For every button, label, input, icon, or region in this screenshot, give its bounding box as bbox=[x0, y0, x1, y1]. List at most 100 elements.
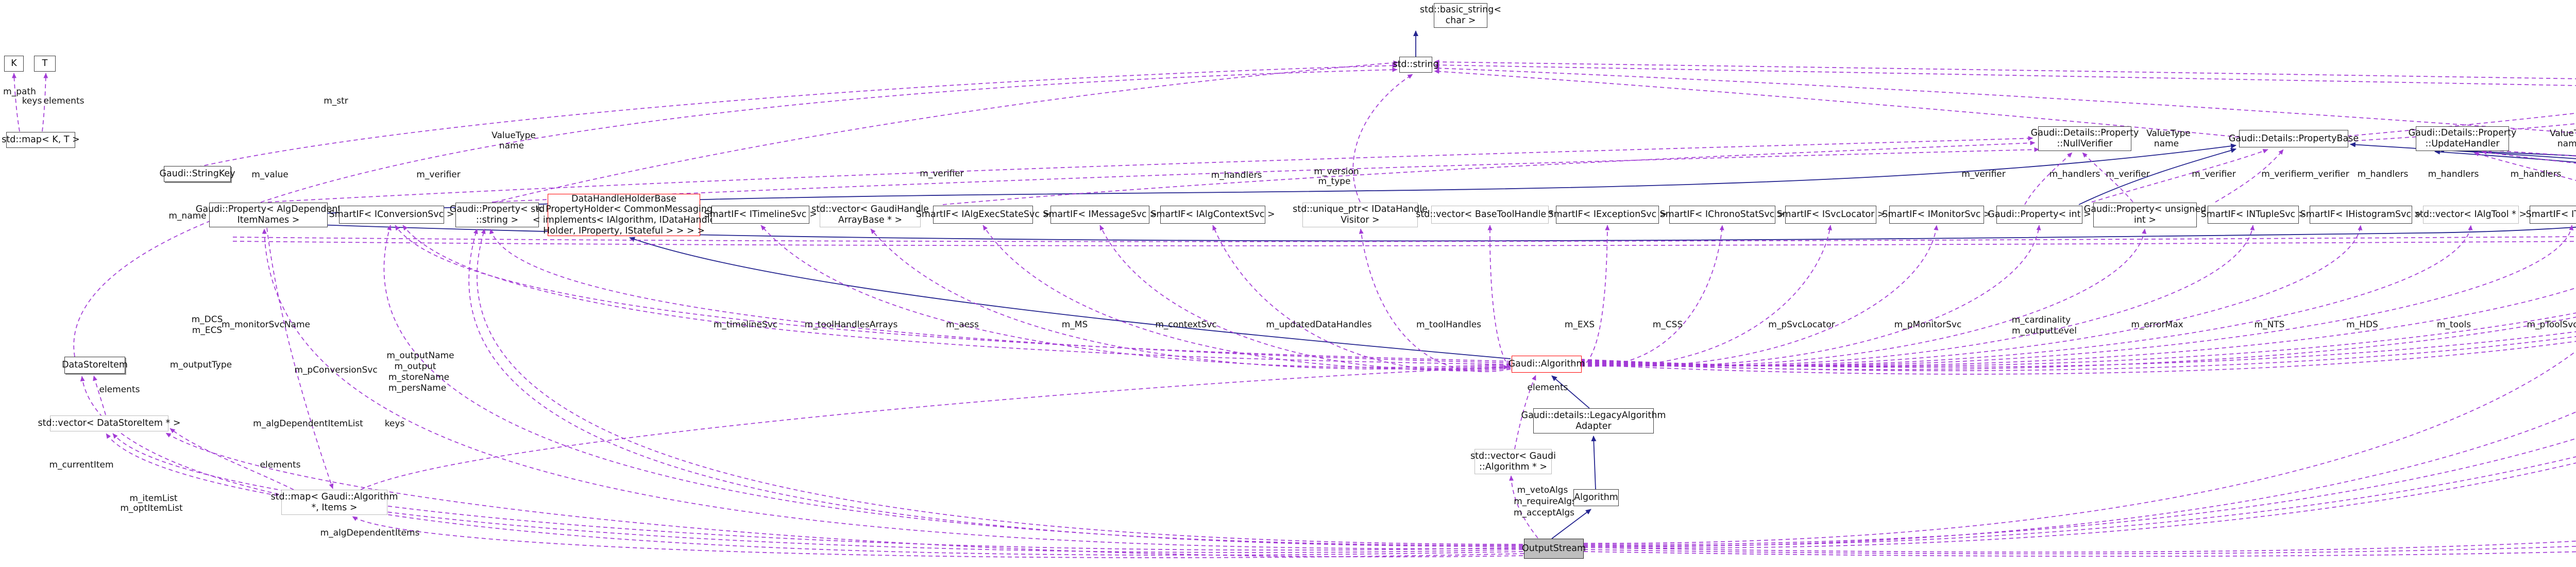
node-smartif-iexceptionsvc[interactable]: SmartIF< IExceptionSvc > bbox=[1548, 206, 1667, 224]
edge-label: m_HDS bbox=[2346, 320, 2378, 330]
edge-label: m_errorMax bbox=[2131, 320, 2183, 330]
node-label-line: std::vector< GaudiHandle bbox=[811, 204, 929, 215]
node-label-line: Algorithm bbox=[1574, 492, 1618, 503]
edge-label: m_pSvcLocator bbox=[1768, 320, 1835, 330]
node-label-line: Gaudi::Property< AlgDependent bbox=[195, 204, 342, 215]
edge-label: name bbox=[499, 141, 524, 151]
edge-label: m_path bbox=[3, 87, 36, 97]
edge-label: m_persName bbox=[388, 383, 447, 393]
edge-label: m_itemList bbox=[129, 493, 178, 504]
edge-label: m_verifier bbox=[2261, 169, 2306, 179]
edge-label: m_outputType bbox=[170, 360, 232, 370]
node-label-line: SmartIF< IAlgContextSvc > bbox=[1150, 209, 1275, 220]
node-label-line: ::NullVerifier bbox=[2057, 139, 2113, 149]
node-label-line: DataHandleHolderBase bbox=[571, 193, 676, 204]
node-label-line: int > bbox=[2133, 215, 2157, 225]
edge-label: m_DCS bbox=[191, 314, 223, 325]
node-label-line: T bbox=[42, 58, 48, 69]
edge-label: m_type bbox=[1318, 176, 1351, 187]
edge-label: elements bbox=[1527, 382, 1568, 393]
node-algorithm[interactable]: Algorithm bbox=[1573, 489, 1619, 506]
node-label-line: Adapter bbox=[1575, 421, 1612, 431]
node-gaudi-algorithm[interactable]: Gaudi::Algorithm bbox=[1509, 356, 1585, 373]
node-label-line: SmartIF< IExceptionSvc > bbox=[1548, 209, 1667, 220]
node-smartif-ichronostatsvc[interactable]: SmartIF< IChronoStatSvc > bbox=[1659, 206, 1785, 224]
node-outputstream[interactable]: OutputStream bbox=[1522, 539, 1586, 559]
edge-label: m_vetoAlgs bbox=[1517, 485, 1568, 495]
edge-label: m_value bbox=[251, 170, 289, 180]
node-label-line: ::Algorithm * > bbox=[1479, 461, 1548, 472]
node-label-line: SmartIF< ITimelineSvc > bbox=[704, 209, 817, 220]
edge-label: m_CSS bbox=[1652, 320, 1683, 330]
node-smartif-intuplesvc[interactable]: SmartIF< INTupleSvc > bbox=[2201, 206, 2306, 224]
edge-label: m_optItemList bbox=[120, 503, 183, 513]
node-label-line: ::string > bbox=[476, 215, 519, 225]
node-label-line: SmartIF< IToolSvc > bbox=[2526, 209, 2576, 220]
node-vec-ialgtool[interactable]: std::vector< IAlgTool * > bbox=[2415, 206, 2527, 224]
node-vec-basetoolhandle[interactable]: std::vector< BaseToolHandle * > bbox=[1416, 206, 1564, 224]
edge-label: m_EXS bbox=[1564, 320, 1595, 330]
node-nullverifier[interactable]: Gaudi::Details::Property::NullVerifier bbox=[2031, 126, 2139, 151]
node-label-line: Gaudi::Details::Property bbox=[2030, 128, 2139, 139]
node-string[interactable]: std::string bbox=[1393, 57, 1439, 73]
node-prop-string[interactable]: Gaudi::Property< std::string > bbox=[450, 203, 545, 227]
node-smartif-ihistogramsvc[interactable]: SmartIF< IHistogramSvc > bbox=[2300, 206, 2421, 224]
edge-label: elements bbox=[99, 385, 140, 395]
edge-label: m_verifier bbox=[2192, 169, 2236, 179]
node-smartif-itimelinesvc[interactable]: SmartIF< ITimelineSvc > bbox=[704, 206, 817, 224]
node-label-line: ArrayBase * > bbox=[838, 215, 903, 225]
edge-label: m_requireAlgs bbox=[1514, 496, 1577, 507]
node-label-line: Holder, IProperty, IStateful > > > > bbox=[543, 225, 705, 236]
node-smartif-imessagesvc[interactable]: SmartIF< IMessageSvc > bbox=[1043, 206, 1157, 224]
edge-label: m_aess bbox=[946, 320, 979, 330]
node-label-line: std::unique_ptr< IDataHandle bbox=[1293, 204, 1428, 215]
edge-label: m_handlers bbox=[2357, 169, 2409, 179]
node-label-line: SmartIF< INTupleSvc > bbox=[2200, 209, 2306, 220]
node-vec-gaudi-algorithm[interactable]: std::vector< Gaudi::Algorithm * > bbox=[1470, 449, 1556, 474]
node-datastoreitem[interactable]: DataStoreItem bbox=[62, 357, 128, 374]
node-smartif-iconversionsvc[interactable]: SmartIF< IConversionSvc > bbox=[329, 206, 454, 224]
node-smartif-isvclocator[interactable]: SmartIF< ISvcLocator > bbox=[1776, 206, 1885, 224]
node-K[interactable]: K bbox=[4, 56, 24, 72]
node-smartif-ialgexecstatesvc[interactable]: SmartIF< IAlgExecStateSvc > bbox=[916, 206, 1050, 224]
node-updatehandler[interactable]: Gaudi::Details::Property::UpdateHandler bbox=[2409, 126, 2516, 151]
node-smartif-imonitorsvc[interactable]: SmartIF< IMonitorSvc > bbox=[1882, 206, 1991, 224]
node-label-line: < implements< IAlgorithm, IDataHandle bbox=[532, 215, 716, 225]
edge-label: m_handlers bbox=[2428, 169, 2479, 179]
edge-label: m_pToolSvc bbox=[2527, 320, 2576, 330]
edge-label: m_tools bbox=[2436, 320, 2471, 330]
node-prop-int[interactable]: Gaudi::Property< int > bbox=[1988, 206, 2091, 224]
node-label-line: SmartIF< IMonitorSvc > bbox=[1882, 209, 1991, 220]
node-label-line: Gaudi::Details::Property bbox=[2408, 128, 2517, 139]
edge-label: m_verifier bbox=[2305, 169, 2349, 179]
node-smartif-ialgcontextsvc[interactable]: SmartIF< IAlgContextSvc > bbox=[1150, 206, 1275, 224]
node-label-line: K bbox=[11, 58, 17, 69]
node-basic-string[interactable]: std::basic_string<char > bbox=[1420, 3, 1501, 28]
edge-label: m_outputLevel bbox=[2011, 326, 2077, 336]
node-label-line: Gaudi::details::LegacyAlgorithm bbox=[1521, 410, 1666, 421]
edge-label: m_str bbox=[324, 96, 348, 106]
node-map-algorithm-items[interactable]: std::map< Gaudi::Algorithm*, Items > bbox=[271, 490, 398, 515]
edge-label: m_pMonitorSvc bbox=[1894, 320, 1962, 330]
edge-label: m_name bbox=[168, 211, 207, 221]
edge-label: keys bbox=[22, 96, 42, 106]
edge-label: m_cardinality bbox=[2011, 315, 2071, 325]
node-T[interactable]: T bbox=[34, 56, 56, 72]
node-smartif-itoolsvc[interactable]: SmartIF< IToolSvc > bbox=[2526, 206, 2576, 224]
edge-label: m_storeName bbox=[388, 372, 450, 382]
node-map-k-t[interactable]: std::map< K, T > bbox=[2, 132, 80, 148]
node-label-line: Gaudi::Details::PropertyBase bbox=[2228, 133, 2359, 144]
node-vec-datastoreitem[interactable]: std::vector< DataStoreItem * > bbox=[38, 415, 181, 431]
node-datahandleholderbase[interactable]: DataHandleHolderBase< PropertyHolder< Co… bbox=[533, 193, 715, 236]
node-label-line: *, Items > bbox=[311, 502, 358, 513]
node-label-line: std::map< K, T > bbox=[2, 135, 80, 145]
node-label-line: Visitor > bbox=[1341, 215, 1380, 225]
edge-label: m_timelineSvc bbox=[713, 320, 778, 330]
node-propertybase[interactable]: Gaudi::Details::PropertyBase bbox=[2229, 130, 2359, 147]
node-stringkey[interactable]: Gaudi::StringKey bbox=[159, 166, 235, 182]
